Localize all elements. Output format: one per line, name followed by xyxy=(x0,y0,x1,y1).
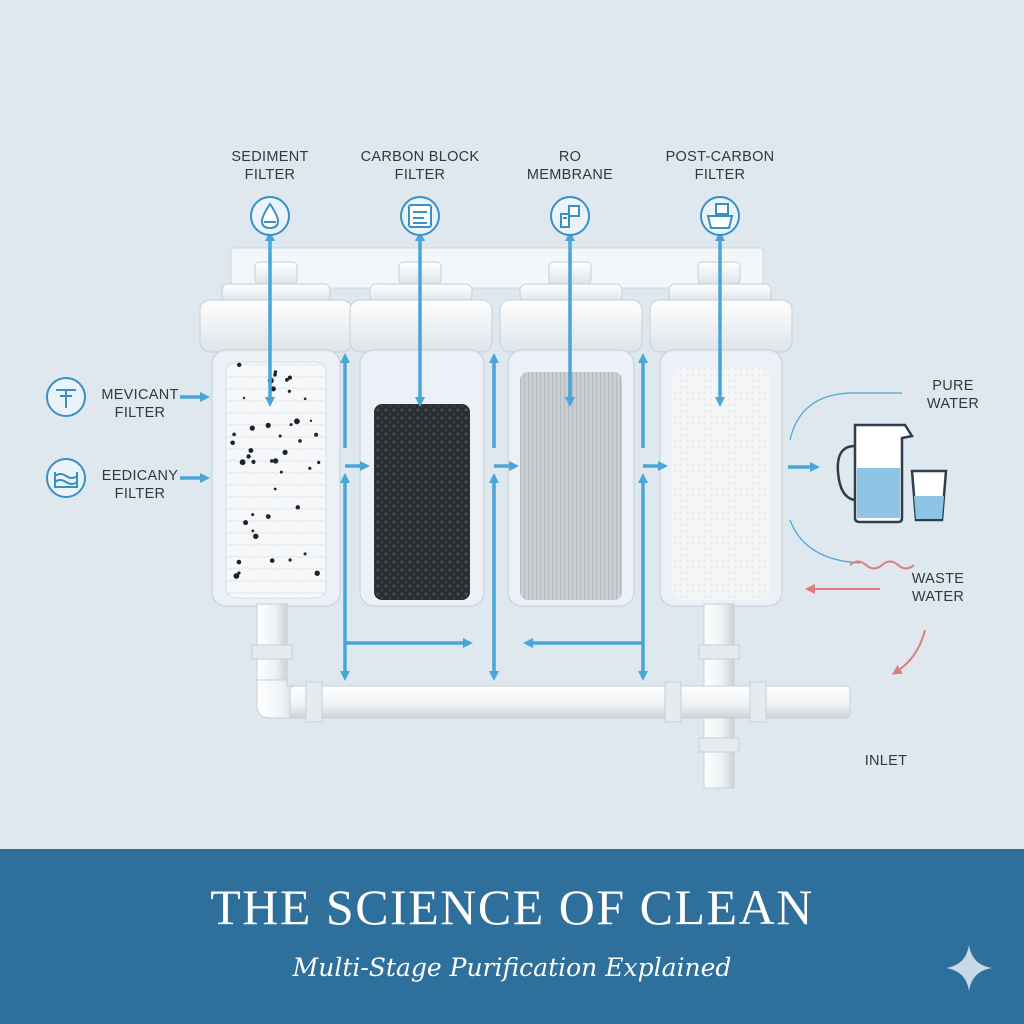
faucet-icon xyxy=(46,377,86,417)
water-waves-icon xyxy=(46,458,86,498)
glass-icon xyxy=(910,469,948,522)
side-label-mevicant: MEVICANT FILTER xyxy=(101,387,179,421)
sediment-particle xyxy=(308,466,312,470)
sediment-particle xyxy=(279,470,283,474)
sediment-particle xyxy=(278,434,282,438)
sediment-particle xyxy=(249,425,255,431)
carbon-block-icon xyxy=(400,196,440,236)
sediment-particle xyxy=(273,487,277,491)
sediment-particle xyxy=(273,372,277,377)
sediment-particle xyxy=(272,458,279,464)
sediment-particle xyxy=(246,454,251,459)
sediment-particle xyxy=(230,440,235,446)
sediment-particle xyxy=(232,432,236,437)
sediment-particle xyxy=(237,571,241,575)
sediment-particle xyxy=(239,459,246,466)
pitcher-icon xyxy=(836,423,915,524)
sediment-particle xyxy=(317,460,321,465)
side-label-eedicany: EEDICANY FILTER xyxy=(101,468,179,502)
sediment-particle xyxy=(270,459,274,463)
filter-label-sediment: SEDIMENT FILTER xyxy=(231,149,309,183)
sediment-particle xyxy=(233,573,240,579)
sediment-particle xyxy=(265,514,271,519)
filter-label-post-carbon: POST-CARBON FILTER xyxy=(665,149,775,183)
sediment-particle xyxy=(269,558,275,563)
banner-subtitle: Multi-Stage Purification Explained xyxy=(292,953,732,982)
piping xyxy=(251,603,851,789)
banner-title: THE SCIENCE OF CLEAN xyxy=(210,879,814,935)
sediment-particle xyxy=(243,520,249,526)
sediment-particle xyxy=(282,449,288,455)
mounting-bracket xyxy=(230,247,764,289)
pure-water-label: PURE WATER xyxy=(926,378,980,412)
sediment-particle xyxy=(251,529,255,533)
pure-water-guide xyxy=(789,519,861,564)
sediment-particle xyxy=(253,533,259,539)
sediment-particle xyxy=(287,375,292,380)
sediment-particle xyxy=(248,448,254,453)
filtration-diagram xyxy=(46,196,948,789)
sediment-particle xyxy=(236,559,242,565)
sediment-particle xyxy=(237,362,242,367)
sediment-particle xyxy=(265,422,271,428)
sediment-particle xyxy=(287,389,291,393)
sediment-particle xyxy=(303,397,307,401)
sediment-particle xyxy=(288,558,292,562)
filter-housing-carbon xyxy=(349,261,493,607)
sediment-particle xyxy=(289,423,293,427)
pure-water-guide xyxy=(789,392,902,441)
sediment-particle xyxy=(295,505,300,510)
sediment-particle xyxy=(242,396,246,400)
sparkle-icon xyxy=(946,945,992,991)
sediment-particle xyxy=(251,513,255,517)
sediment-particle xyxy=(314,570,320,576)
sediment-particle xyxy=(298,439,302,443)
filter-housing-post-carbon xyxy=(649,261,793,607)
flow-arrows xyxy=(180,231,820,681)
sediment-particle xyxy=(309,419,313,422)
sediment-particle xyxy=(314,432,319,437)
filter-label-ro-membrane: RO MEMBRANE xyxy=(526,149,614,183)
water-drop-icon xyxy=(250,196,290,236)
sediment-particle xyxy=(285,378,289,382)
waste-arrow xyxy=(891,629,926,675)
filter-label-carbon-block: CARBON BLOCK FILTER xyxy=(360,149,480,183)
sediment-particle xyxy=(251,459,256,464)
waste-wave xyxy=(849,560,915,570)
membrane-icon xyxy=(550,196,590,236)
sediment-particle xyxy=(294,418,300,425)
waste-water-label: WASTE WATER xyxy=(911,571,965,605)
inlet-label: INLET xyxy=(864,753,908,769)
post-carbon-icon xyxy=(700,196,740,236)
filter-housing-sediment xyxy=(199,261,353,607)
sediment-particle xyxy=(303,552,307,556)
title-banner xyxy=(0,849,1024,1024)
